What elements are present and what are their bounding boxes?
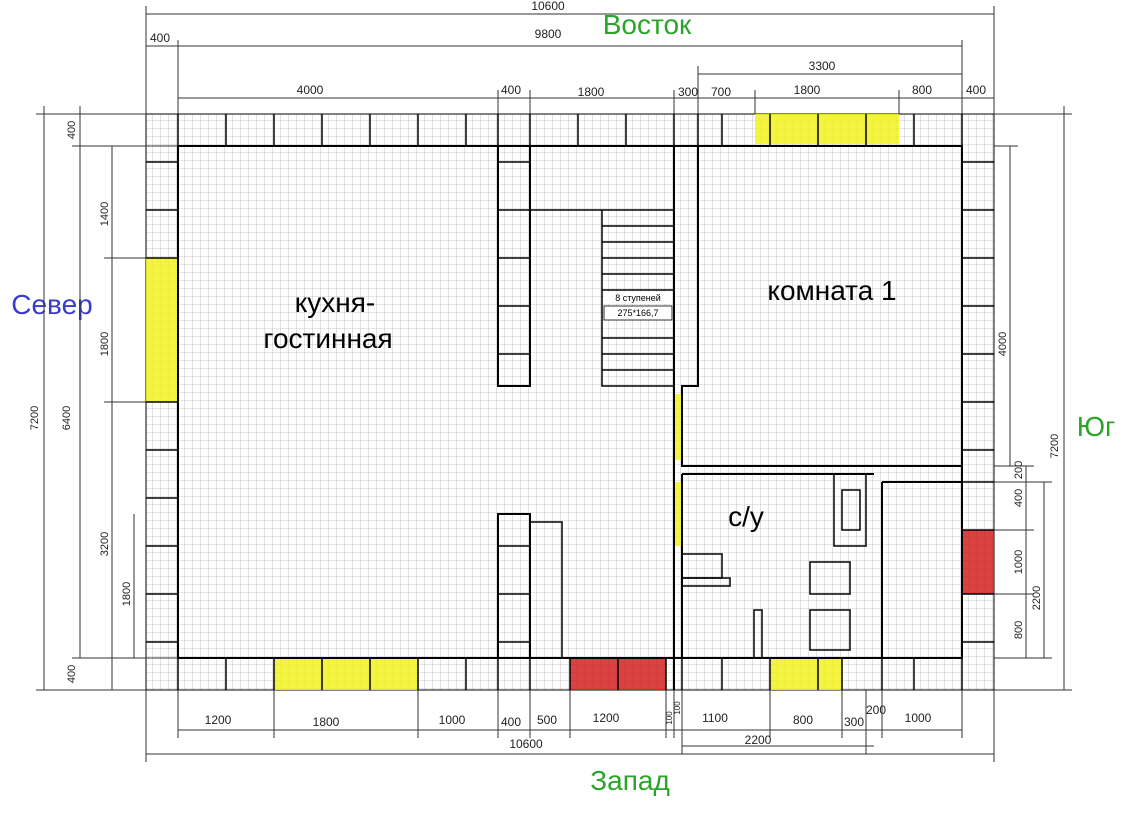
stairs-size-label: 275*166,7: [617, 308, 658, 318]
window-inner-1: [674, 394, 682, 460]
dim-right-200: 200: [1013, 461, 1025, 479]
dim-bottom-1800: 1800: [313, 715, 340, 729]
dim-top-total: 10600: [531, 0, 565, 13]
window-inner-2: [674, 482, 682, 546]
dim-right-800: 800: [1013, 621, 1025, 639]
dim-right-4000: 4000: [997, 332, 1009, 356]
dim-top-300: 300: [678, 85, 698, 99]
dim-top-9800: 9800: [535, 27, 562, 41]
room-label-kitchen-1: кухня-: [295, 287, 376, 318]
dim-bottom-500: 500: [537, 713, 557, 727]
dimension-lines-left: [36, 106, 178, 691]
room-label-kitchen-2: гостинная: [263, 323, 392, 354]
dim-bottom-100a: 100: [665, 711, 674, 725]
window-north: [146, 258, 178, 402]
dim-bottom-200: 200: [866, 703, 886, 717]
window-west-left: [274, 658, 418, 690]
dim-bottom-2200: 2200: [745, 733, 772, 747]
dim-bottom-1000: 1000: [439, 713, 466, 727]
dim-bottom-1200-b: 1200: [593, 711, 620, 725]
door-south: [962, 530, 994, 594]
dim-top-1800-right: 1800: [794, 83, 821, 97]
dim-top-400-right: 400: [966, 83, 986, 97]
plan-grid: [145, 113, 995, 691]
dim-right-7200: 7200: [1049, 434, 1061, 458]
dim-left-6400: 6400: [61, 406, 73, 430]
dim-bottom-1000-right: 1000: [905, 711, 932, 725]
windows: [146, 114, 899, 690]
dimension-lines-top: [145, 6, 995, 114]
compass-north: Север: [11, 289, 93, 320]
dim-top-1800: 1800: [578, 85, 605, 99]
interior-walls: [497, 145, 962, 690]
dim-left-1400: 1400: [99, 202, 111, 226]
dim-bottom-1200: 1200: [205, 713, 232, 727]
staircase: 8 ступеней 275*166,7: [601, 209, 675, 387]
dim-top-800: 800: [912, 83, 932, 97]
dim-bottom-total: 10600: [509, 737, 543, 751]
room-label-bathroom: с/у: [728, 501, 764, 532]
dim-top-3300: 3300: [809, 59, 836, 73]
stairs-steps-label: 8 ступеней: [615, 293, 661, 303]
outer-walls: [146, 114, 994, 690]
compass-south: Юг: [1077, 411, 1116, 442]
dim-bottom-300: 300: [844, 715, 864, 729]
dim-top-400-left: 400: [150, 31, 170, 45]
dim-top-400-mid: 400: [501, 83, 521, 97]
dimension-lines-right: [994, 106, 1072, 691]
dim-right-1000: 1000: [1013, 550, 1025, 574]
dim-top-4000: 4000: [297, 83, 324, 97]
dim-top-700: 700: [711, 85, 731, 99]
dim-bottom-400: 400: [501, 715, 521, 729]
dimension-lines-bottom: [145, 690, 995, 762]
window-west-right: [770, 658, 842, 690]
dim-left-400-top: 400: [66, 121, 78, 139]
dim-left-1800: 1800: [99, 332, 111, 356]
room-label-room1: комната 1: [767, 275, 896, 306]
dim-bottom-800: 800: [793, 713, 813, 727]
dim-right-2200: 2200: [1031, 586, 1043, 610]
dim-left-400-bottom: 400: [66, 665, 78, 683]
dim-bottom-1100: 1100: [702, 711, 728, 725]
dim-left-1800-low: 1800: [121, 582, 133, 606]
window-east: [755, 114, 899, 144]
dim-right-400: 400: [1013, 489, 1025, 507]
dim-bottom-100b: 100: [673, 701, 682, 715]
dim-left-3200: 3200: [99, 532, 111, 556]
dim-left-7200: 7200: [29, 406, 41, 430]
compass-west: Запад: [590, 765, 670, 796]
